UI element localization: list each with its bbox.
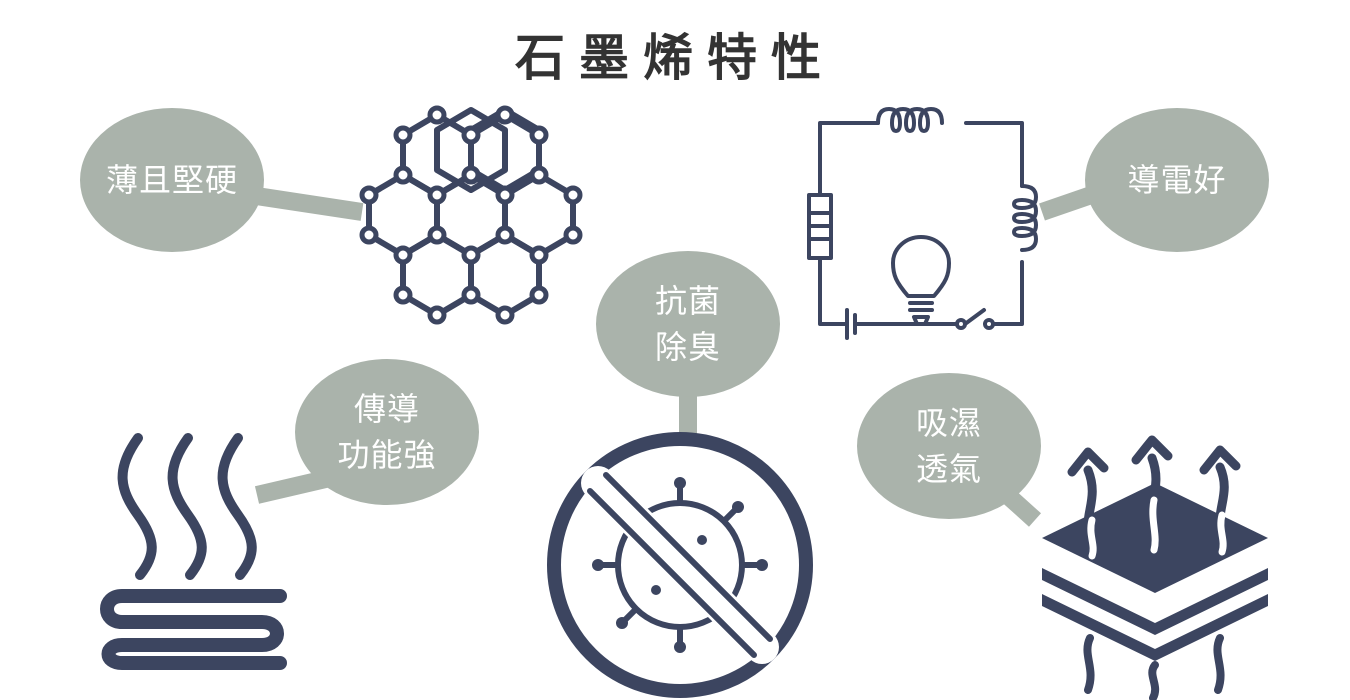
bubble-conductive <box>1085 108 1269 252</box>
bubble-thin-strong <box>80 108 264 252</box>
electric-circuit-icon <box>807 107 1038 340</box>
label-moisture: 吸濕 透氣 <box>899 400 999 492</box>
label-thin-strong: 薄且堅硬 <box>105 161 238 199</box>
breathable-fabric-layers-icon <box>1042 435 1268 700</box>
label-heat: 傳導 功能強 <box>317 386 457 478</box>
bubble-moisture <box>857 373 1041 519</box>
label-heat-line2: 功能強 <box>337 436 437 474</box>
no-bacteria-icon <box>547 432 813 698</box>
connector-heat <box>254 469 333 504</box>
heat-waves-icon <box>100 433 287 670</box>
label-antibacterial-line1: 抗菌 <box>654 282 721 320</box>
label-conductive: 導電好 <box>1127 161 1227 199</box>
label-moisture-line1: 吸濕 <box>915 404 982 442</box>
graphene-atoms <box>359 105 583 325</box>
page-title: 石墨烯特性 <box>515 29 835 87</box>
bubble-heat <box>295 359 479 505</box>
bubble-antibacterial <box>596 251 780 397</box>
connector-thin-strong <box>248 186 364 221</box>
label-heat-line1: 傳導 <box>353 390 420 428</box>
label-moisture-line2: 透氣 <box>915 450 982 488</box>
label-antibacterial-line2: 除臭 <box>654 328 721 366</box>
label-antibacterial: 抗菌 除臭 <box>638 278 738 370</box>
